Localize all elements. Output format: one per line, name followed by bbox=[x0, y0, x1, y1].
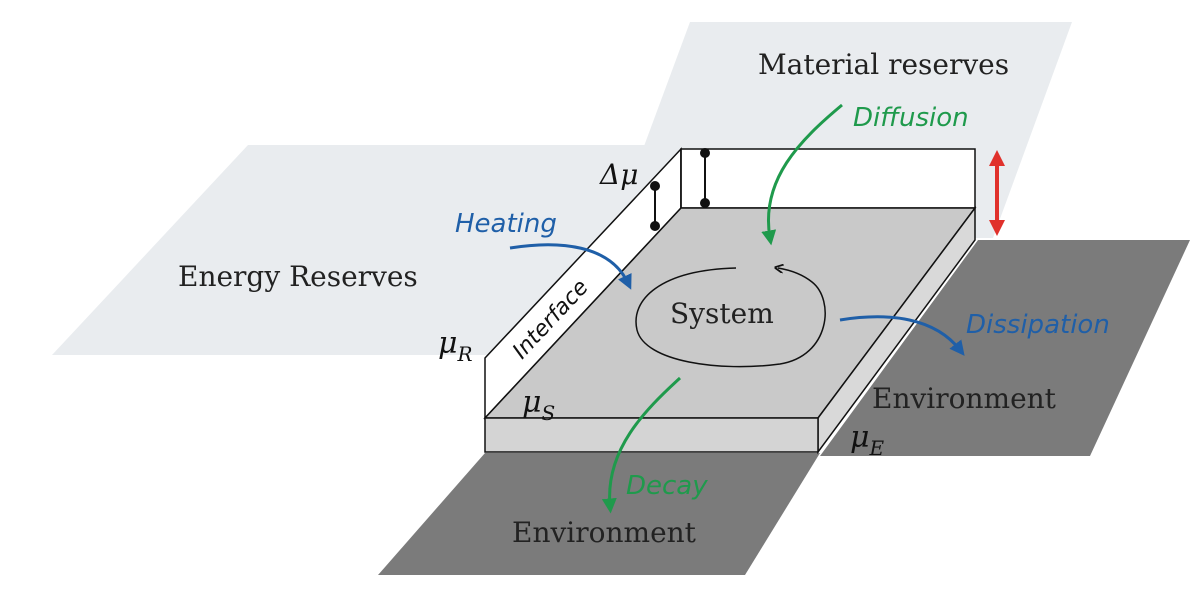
material-reserves-label: Material reserves bbox=[758, 48, 1009, 81]
delta-mu-markers bbox=[650, 148, 710, 231]
system-cycle-loop bbox=[635, 268, 826, 368]
mu-r-sub: R bbox=[457, 342, 473, 366]
system-label: System bbox=[670, 297, 774, 330]
dissipation-arrow bbox=[839, 315, 965, 356]
mu-s-base: μ bbox=[522, 385, 542, 420]
heating-label: Heating bbox=[455, 209, 557, 239]
mu-e-label: μE bbox=[850, 420, 885, 460]
mu-s-label: μS bbox=[522, 385, 555, 425]
energy-reserves-label: Energy Reserves bbox=[178, 260, 418, 293]
mu-r-base: μ bbox=[438, 326, 458, 361]
mu-s-sub: S bbox=[542, 401, 556, 425]
dissipation-label: Dissipation bbox=[966, 310, 1110, 340]
diffusion-arrow bbox=[761, 103, 843, 246]
mu-e-sub: E bbox=[869, 436, 885, 460]
system-back-face bbox=[680, 148, 976, 209]
mu-e-base: μ bbox=[850, 420, 870, 455]
energy-reserves-plane bbox=[52, 145, 690, 355]
environment-plane-bottom bbox=[378, 453, 820, 575]
environment-right-label: Environment bbox=[872, 382, 1057, 415]
environment-bottom-label: Environment bbox=[512, 516, 697, 549]
delta-mu-label: Δμ bbox=[599, 158, 638, 191]
diffusion-label: Diffusion bbox=[853, 103, 969, 133]
decay-arrow bbox=[601, 376, 682, 514]
mu-r-label: μR bbox=[438, 326, 473, 366]
decay-label: Decay bbox=[626, 471, 708, 501]
heating-arrow bbox=[509, 243, 632, 290]
system-front-face bbox=[484, 417, 819, 453]
environment-plane-right bbox=[820, 240, 1190, 456]
